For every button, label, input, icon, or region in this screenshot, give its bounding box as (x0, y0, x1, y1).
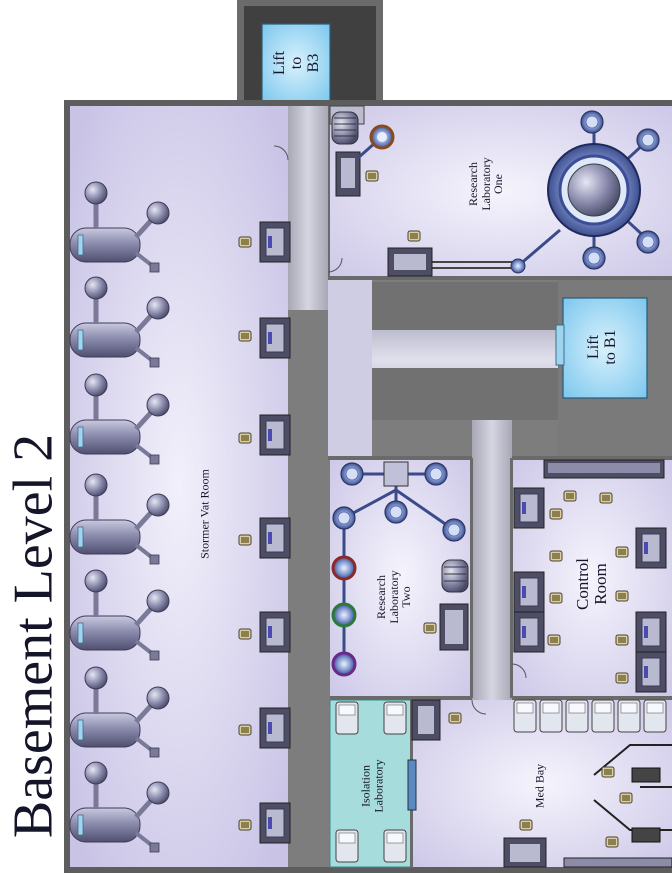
map-title: Basement Level 2 (2, 433, 65, 839)
east-corridor (472, 420, 512, 700)
lift-b1-label: Lift to B1 (585, 329, 619, 365)
stormer-vat-room-label: Stormer Vat Room (197, 469, 212, 559)
doors (273, 145, 527, 715)
med-bay-equipment (411, 699, 672, 868)
research-lab-two-label: Research Laboratory Two (374, 570, 414, 624)
lift-b3-label: Lift to B3 (270, 51, 322, 75)
isolation-lab-label: Isolation Laboratory (358, 759, 385, 813)
isolation-lab-equipment (335, 701, 417, 863)
lift-b1 (555, 278, 672, 458)
research-lab-two-equipment (331, 461, 469, 677)
control-room-label: Control Room (573, 558, 610, 610)
med-bay-label: Med Bay (532, 763, 547, 809)
research-lab-one-label: Research Laboratory One (466, 157, 506, 211)
lift-b3-shaft (237, 0, 383, 111)
control-room-consoles (513, 459, 667, 693)
research-lab-one-equipment (329, 105, 660, 277)
